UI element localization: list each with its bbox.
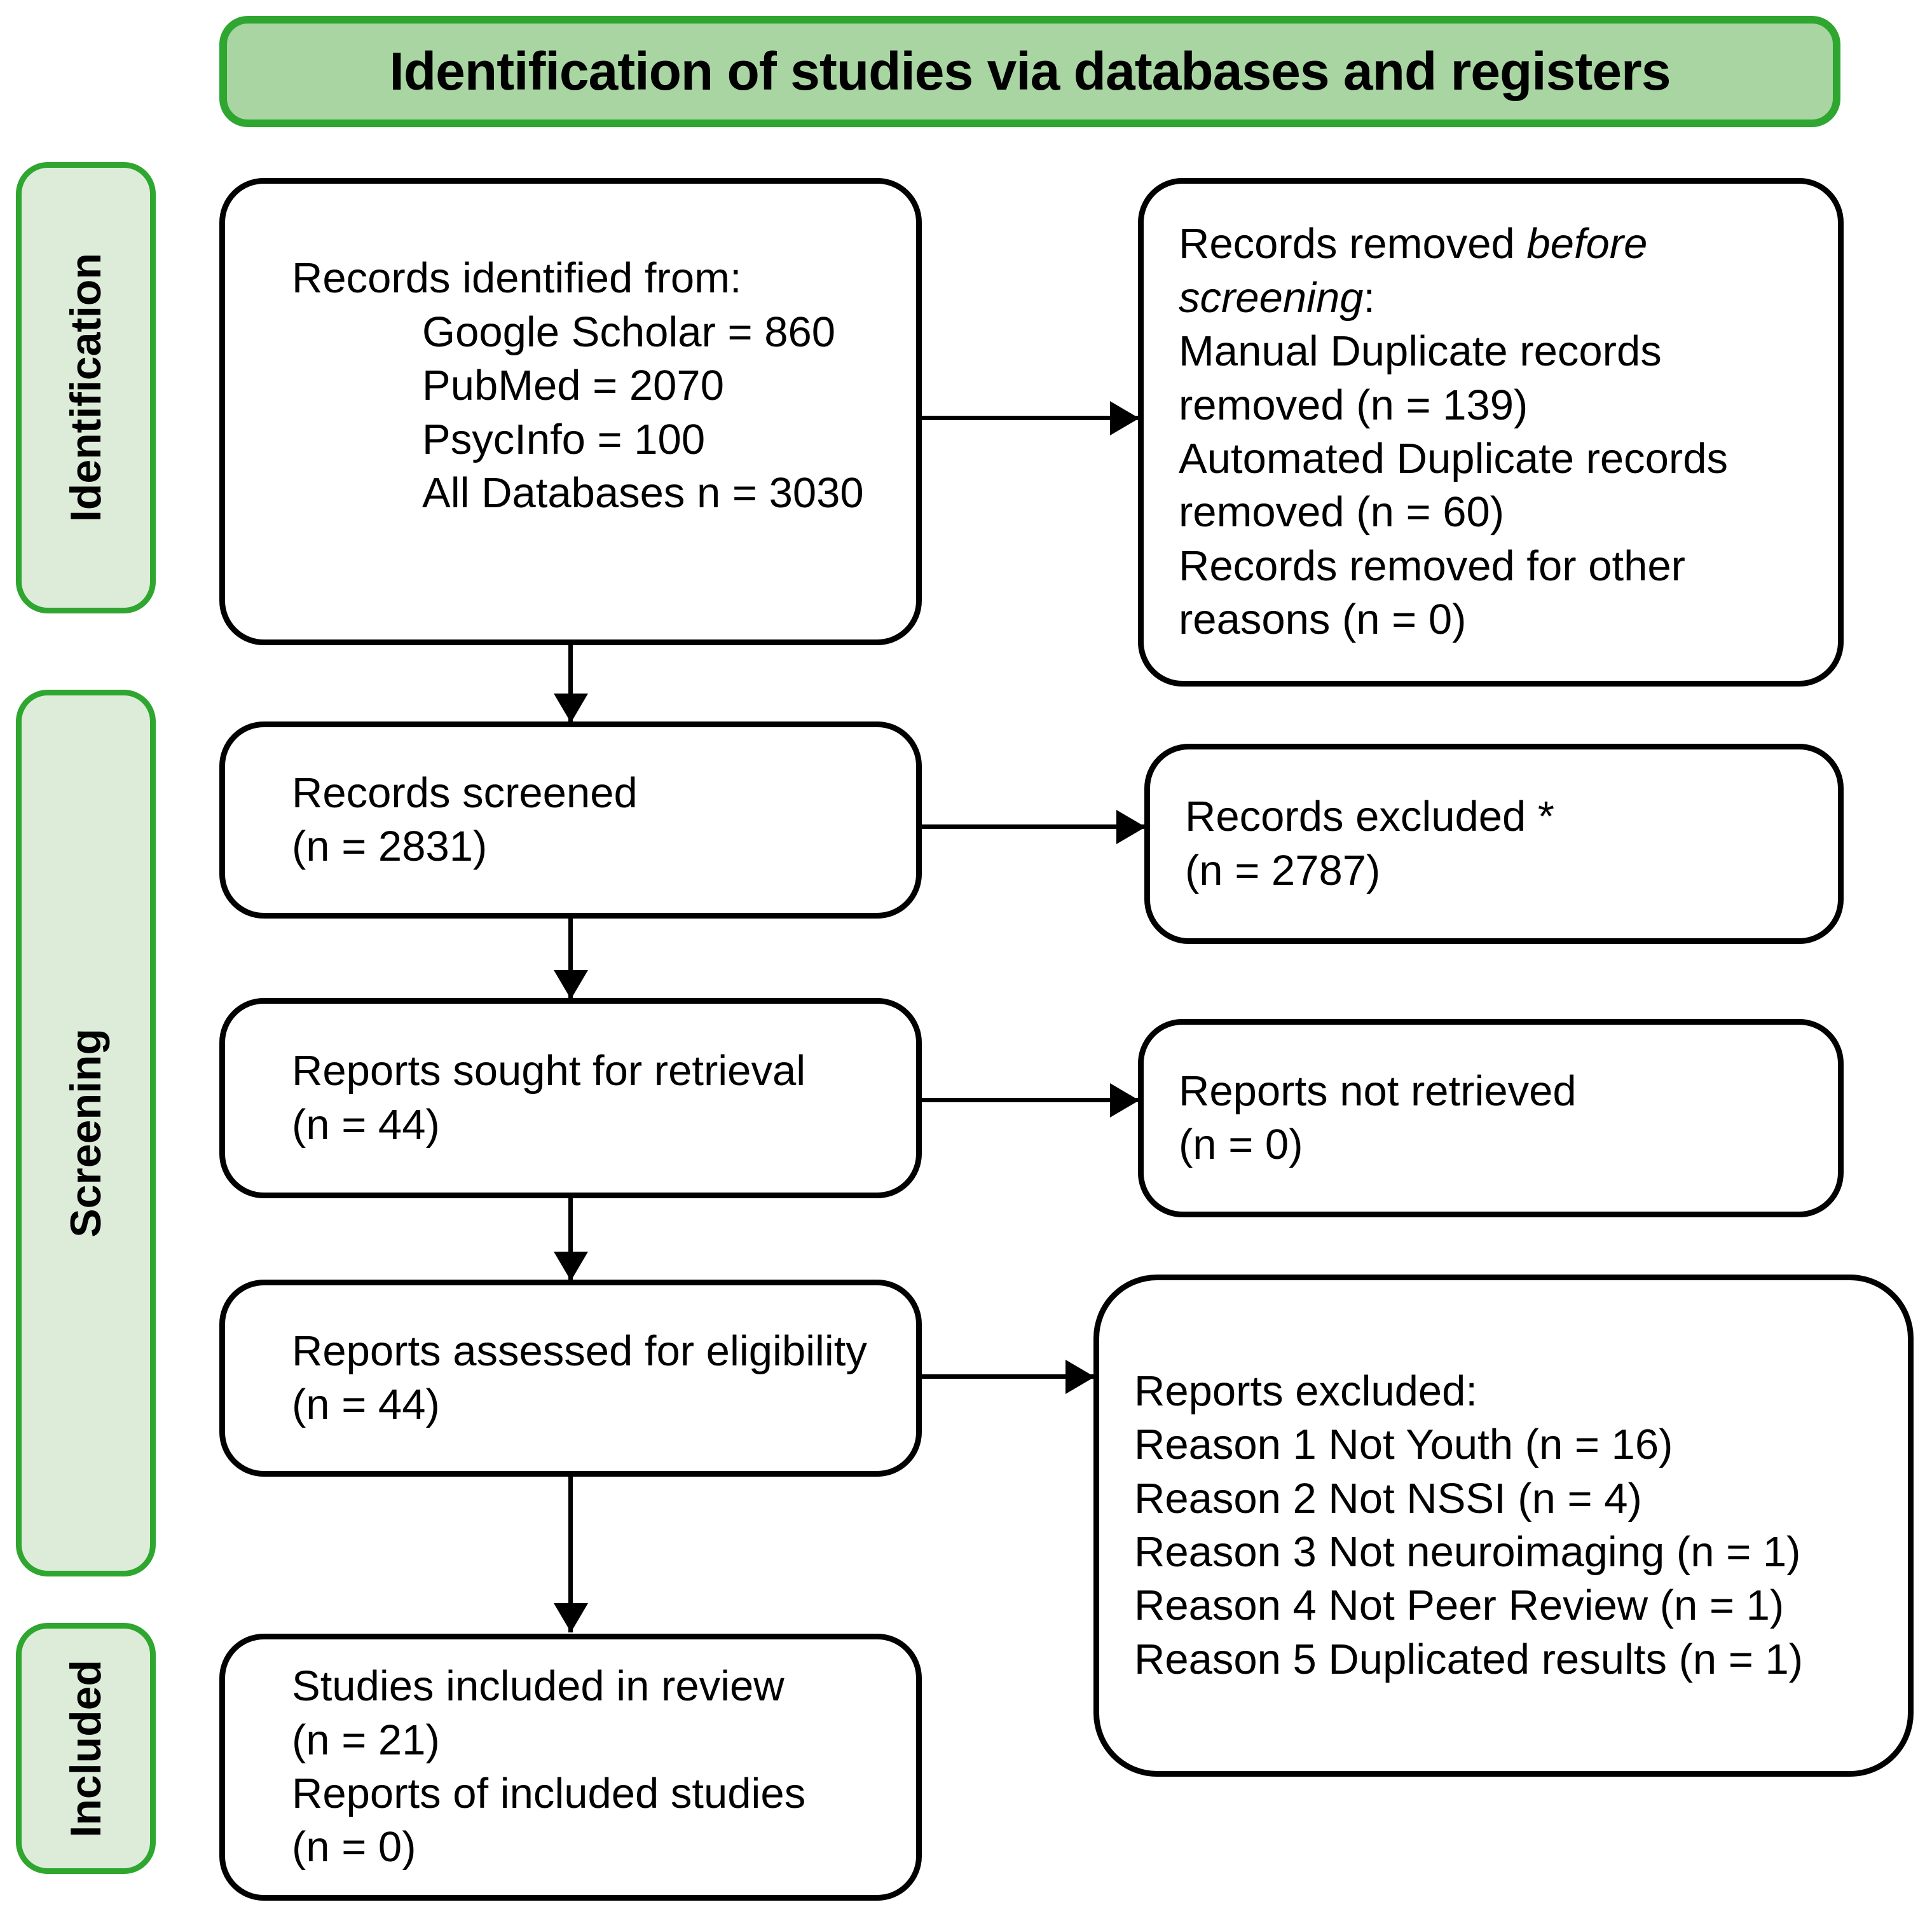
stage-screening: Screening xyxy=(16,690,156,1576)
box-reports-assessed: Reports assessed for eligibility (n = 44… xyxy=(219,1280,922,1477)
records-removed-heading-pre: Records removed xyxy=(1179,220,1527,268)
records-removed-item: Automated Duplicate records removed (n =… xyxy=(1179,435,1728,537)
arrow-screened-to-sought xyxy=(553,919,588,999)
records-excluded-count: (n = 2787) xyxy=(1185,846,1381,894)
studies-included-count: (n = 21) xyxy=(292,1716,440,1764)
included-reports-label: Reports of included studies xyxy=(292,1770,806,1817)
reports-excluded-reason: Reason 3 Not neuroimaging (n = 1) xyxy=(1134,1528,1801,1576)
stage-identification: Identification xyxy=(16,162,156,613)
reports-sought-count: (n = 44) xyxy=(292,1100,440,1149)
arrow-sought-to-assessed xyxy=(553,1198,588,1281)
records-identified-item: PsycInfo = 100 xyxy=(422,415,706,463)
records-screened-count: (n = 2831) xyxy=(292,823,488,870)
box-records-removed: Records removed before screening: Manual… xyxy=(1138,178,1844,687)
records-identified-heading: Records identified from: xyxy=(292,254,742,303)
records-removed-item: Records removed for other reasons (n = 0… xyxy=(1179,542,1685,644)
arrow-assessed-to-reports-excluded xyxy=(922,1359,1095,1394)
records-identified-item: Google Scholar = 860 xyxy=(422,308,835,356)
stage-included: Included xyxy=(16,1623,156,1874)
reports-not-retrieved-label: Reports not retrieved xyxy=(1179,1067,1577,1115)
stage-screening-label: Screening xyxy=(62,1029,110,1238)
records-identified-item: All Databases n = 3030 xyxy=(422,469,864,517)
arrowhead-right-icon xyxy=(1065,1359,1095,1394)
arrowhead-down-icon xyxy=(553,1603,588,1632)
records-screened-label: Records screened xyxy=(292,769,638,817)
reports-excluded-reason: Reason 1 Not Youth (n = 16) xyxy=(1134,1421,1673,1469)
arrow-identified-to-screened xyxy=(553,645,588,723)
arrowhead-right-icon xyxy=(1110,400,1139,435)
arrow-sought-to-not-retrieved xyxy=(922,1083,1139,1118)
arrow-identified-to-removed xyxy=(922,400,1139,435)
arrowhead-down-icon xyxy=(553,694,588,723)
box-records-excluded: Records excluded * (n = 2787) xyxy=(1144,744,1844,944)
box-reports-excluded: Reports excluded: Reason 1 Not Youth (n … xyxy=(1093,1275,1914,1777)
included-reports-count: (n = 0) xyxy=(292,1823,416,1871)
box-reports-not-retrieved: Reports not retrieved (n = 0) xyxy=(1138,1019,1844,1217)
reports-not-retrieved-count: (n = 0) xyxy=(1179,1121,1303,1168)
box-records-screened: Records screened (n = 2831) xyxy=(219,721,922,919)
reports-assessed-count: (n = 44) xyxy=(292,1381,440,1428)
arrow-assessed-to-included xyxy=(553,1477,588,1632)
studies-included-label: Studies included in review xyxy=(292,1662,784,1711)
arrowhead-right-icon xyxy=(1116,809,1146,844)
box-studies-included: Studies included in review (n = 21) Repo… xyxy=(219,1634,922,1901)
reports-excluded-reason: Reason 2 Not NSSI (n = 4) xyxy=(1134,1474,1642,1522)
records-removed-item: Manual Duplicate records removed (n = 13… xyxy=(1179,327,1662,429)
records-removed-heading: Records removed before screening: xyxy=(1179,217,1762,325)
reports-excluded-heading: Reports excluded: xyxy=(1134,1367,1478,1415)
records-removed-heading-post: : xyxy=(1363,273,1376,322)
records-excluded-label: Records excluded * xyxy=(1185,793,1554,841)
box-reports-sought: Reports sought for retrieval (n = 44) xyxy=(219,998,922,1198)
reports-sought-label: Reports sought for retrieval xyxy=(292,1047,806,1095)
title-banner: Identification of studies via databases … xyxy=(219,16,1840,127)
records-removed-heading-italic: before screening xyxy=(1179,220,1648,322)
reports-excluded-reason: Reason 5 Duplicated results (n = 1) xyxy=(1134,1635,1804,1683)
arrowhead-right-icon xyxy=(1110,1083,1139,1118)
arrowhead-down-icon xyxy=(553,1252,588,1281)
stage-identification-label: Identification xyxy=(62,253,110,523)
records-identified-item: PubMed = 2070 xyxy=(422,362,724,410)
reports-assessed-label: Reports assessed for eligibility xyxy=(292,1327,867,1375)
stage-included-label: Included xyxy=(62,1659,110,1838)
reports-excluded-reason: Reason 4 Not Peer Review (n = 1) xyxy=(1134,1582,1785,1630)
diagram-title: Identification of studies via databases … xyxy=(389,41,1671,101)
arrow-screened-to-excluded xyxy=(922,809,1146,844)
arrowhead-down-icon xyxy=(553,970,588,999)
box-records-identified: Records identified from: Google Scholar … xyxy=(219,178,922,645)
